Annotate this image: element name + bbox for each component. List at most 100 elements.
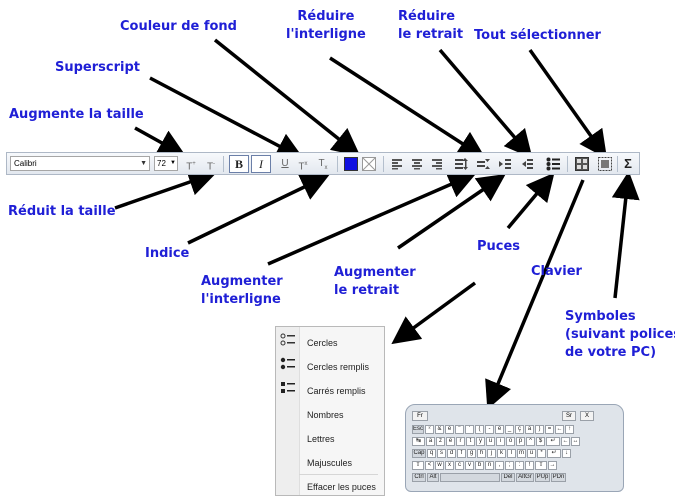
select-all-button[interactable] [597, 156, 613, 172]
key[interactable]: a [426, 437, 435, 446]
subscript-button[interactable]: Tx [318, 158, 328, 171]
menu-item-carres-remplis[interactable]: Carrés remplis [307, 386, 366, 396]
align-right-button[interactable] [429, 156, 445, 172]
key[interactable]: ↔ [571, 437, 580, 446]
key[interactable]: h [477, 449, 486, 458]
key[interactable]: Ctrl [412, 473, 426, 482]
key[interactable]: ↑ [565, 425, 574, 434]
key[interactable]: < [425, 461, 434, 470]
key[interactable]: , [495, 461, 504, 470]
key[interactable]: ù [527, 449, 536, 458]
key[interactable]: ⇧ [535, 461, 547, 470]
key[interactable]: z [436, 437, 445, 446]
keyboard-tab-fr[interactable]: Fr [412, 411, 428, 421]
shrink-font-button[interactable]: T- [206, 161, 216, 173]
key[interactable]: b [475, 461, 484, 470]
key[interactable]: l [507, 449, 516, 458]
key[interactable]: ç [515, 425, 524, 434]
key[interactable]: g [467, 449, 476, 458]
key[interactable]: n [485, 461, 494, 470]
key[interactable]: y [476, 437, 485, 446]
key[interactable]: ; [505, 461, 514, 470]
key[interactable]: AltGr [516, 473, 534, 482]
grow-font-button[interactable]: T+ [186, 161, 196, 173]
key[interactable]: PUp [535, 473, 550, 482]
key[interactable]: d [447, 449, 456, 458]
key[interactable]: m [517, 449, 526, 458]
bullets-button[interactable] [545, 156, 561, 172]
key[interactable]: u [486, 437, 495, 446]
background-color-button[interactable] [343, 156, 361, 172]
key[interactable]: o [506, 437, 515, 446]
key[interactable]: Alt [427, 473, 439, 482]
key[interactable]: f [457, 449, 466, 458]
key[interactable]: x [445, 461, 454, 470]
keyboard-tab-s[interactable]: Sr [562, 411, 576, 421]
key[interactable]: ↵ [546, 437, 560, 446]
menu-item-majuscules[interactable]: Majuscules [307, 458, 353, 468]
key[interactable]: = [545, 425, 554, 434]
decrease-line-spacing-button[interactable] [475, 156, 491, 172]
symbols-button[interactable]: Σ [624, 156, 632, 171]
key[interactable]: ! [525, 461, 534, 470]
keyboard-close-button[interactable]: X [580, 411, 594, 421]
key[interactable]: p [516, 437, 525, 446]
key[interactable]: ↹ [412, 437, 425, 446]
no-color-button[interactable] [361, 156, 377, 172]
key[interactable]: c [455, 461, 464, 470]
key[interactable]: q [427, 449, 436, 458]
increase-line-spacing-button[interactable] [453, 156, 469, 172]
superscript-button[interactable]: Tx [298, 161, 308, 173]
underline-button[interactable]: U [281, 158, 289, 169]
key[interactable]: k [497, 449, 506, 458]
key[interactable]: - [485, 425, 494, 434]
key[interactable] [440, 473, 500, 482]
key[interactable]: ( [475, 425, 484, 434]
menu-item-cercles-remplis[interactable]: Cercles remplis [307, 362, 370, 372]
key[interactable]: ← [561, 437, 570, 446]
key[interactable]: w [435, 461, 444, 470]
decrease-indent-button[interactable] [519, 156, 535, 172]
align-center-button[interactable] [409, 156, 425, 172]
italic-button[interactable]: I [251, 155, 271, 173]
key[interactable]: e [446, 437, 455, 446]
key[interactable]: → [548, 461, 557, 470]
menu-item-cercles[interactable]: Cercles [307, 338, 338, 348]
font-family-select[interactable]: Calibri ▼ [10, 156, 150, 171]
key[interactable]: j [487, 449, 496, 458]
key[interactable]: è [495, 425, 504, 434]
key[interactable]: à [525, 425, 534, 434]
key[interactable]: ↵ [547, 449, 561, 458]
key[interactable]: ⇧ [412, 461, 424, 470]
menu-item-lettres[interactable]: Lettres [307, 434, 335, 444]
key[interactable]: i [496, 437, 505, 446]
key[interactable]: é [445, 425, 454, 434]
key[interactable]: t [466, 437, 475, 446]
key[interactable]: $ [536, 437, 545, 446]
key[interactable]: & [435, 425, 444, 434]
increase-indent-button[interactable] [497, 156, 513, 172]
key[interactable]: ' [465, 425, 474, 434]
key[interactable]: ↓ [562, 449, 571, 458]
key[interactable]: _ [505, 425, 514, 434]
key[interactable]: Cap [412, 449, 426, 458]
key[interactable]: * [537, 449, 546, 458]
key[interactable]: s [437, 449, 446, 458]
key[interactable]: PDn [551, 473, 566, 482]
key[interactable]: Del [501, 473, 515, 482]
key[interactable]: r [456, 437, 465, 446]
align-left-button[interactable] [389, 156, 405, 172]
menu-item-effacer-puces[interactable]: Effacer les puces [307, 482, 376, 492]
font-size-select[interactable]: 72 ▼ [154, 156, 178, 171]
key[interactable]: ² [425, 425, 434, 434]
keyboard-button[interactable] [574, 156, 590, 172]
key[interactable]: : [515, 461, 524, 470]
menu-item-nombres[interactable]: Nombres [307, 410, 344, 420]
key[interactable]: ^ [526, 437, 535, 446]
key[interactable]: ) [535, 425, 544, 434]
key[interactable]: Esc [412, 425, 424, 434]
key[interactable]: " [455, 425, 464, 434]
bold-button[interactable]: B [229, 155, 249, 173]
key[interactable]: ← [555, 425, 564, 434]
key[interactable]: v [465, 461, 474, 470]
